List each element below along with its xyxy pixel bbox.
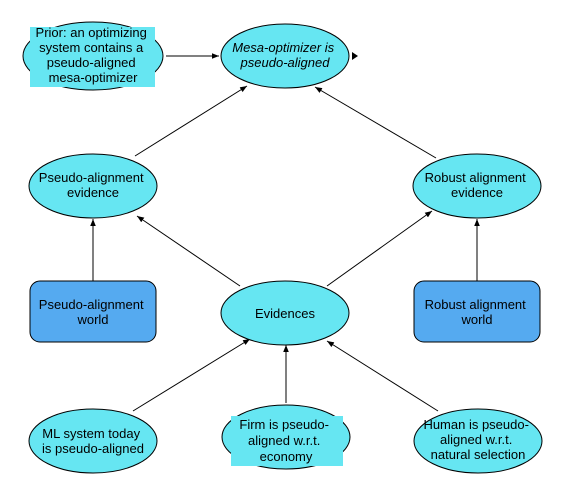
pseudo-evidence-label: Pseudo-alignment evidence [39, 170, 147, 200]
robust-world-label: Robust alignment world [425, 297, 530, 327]
firm-label: Firm is pseudo- aligned w.r.t. economy [239, 417, 332, 464]
prior-text-highlight [30, 27, 155, 87]
edge-human-to-evidences [326, 340, 439, 412]
edge-ml-to-evidences [132, 338, 251, 412]
edge-robust-evidence-to-mesa [314, 86, 437, 159]
node-pseudo-evidence: Pseudo-alignment evidence [28, 153, 158, 219]
edges [90, 52, 480, 412]
node-evidences: Evidences [220, 280, 350, 346]
human-label: Human is pseudo- aligned w.r.t. natural … [423, 417, 532, 462]
edge-evidences-to-robust-evidence [326, 210, 433, 287]
edge-mesa-out-tick [352, 52, 358, 60]
pseudo-world-label: Pseudo-alignment world [39, 297, 147, 327]
node-firm: Firm is pseudo- aligned w.r.t. economy [221, 404, 351, 470]
edge-pseudo-evidence-to-mesa [134, 85, 248, 157]
node-robust-world: Robust alignment world [413, 280, 541, 343]
node-pseudo-world: Pseudo-alignment world [29, 280, 157, 343]
ml-system-label: ML system today is pseudo-aligned [42, 426, 144, 456]
edge-evidences-to-pseudo-evidence [136, 215, 241, 287]
evidences-label: Evidences [255, 306, 315, 321]
firm-text-highlight [231, 416, 343, 466]
node-mesa-optimizer: Mesa-optimizer is pseudo-aligned [220, 23, 350, 89]
node-prior: Prior: an optimizing system contains a p… [22, 21, 164, 91]
node-human: Human is pseudo- aligned w.r.t. natural … [413, 408, 543, 474]
prior-label: Prior: an optimizing system contains a p… [36, 25, 151, 85]
mesa-optimizer-label: Mesa-optimizer is pseudo-aligned [232, 40, 337, 70]
robust-evidence-label: Robust alignment evidence [425, 170, 530, 200]
node-robust-evidence: Robust alignment evidence [412, 153, 542, 219]
node-ml-system: ML system today is pseudo-aligned [28, 408, 158, 474]
